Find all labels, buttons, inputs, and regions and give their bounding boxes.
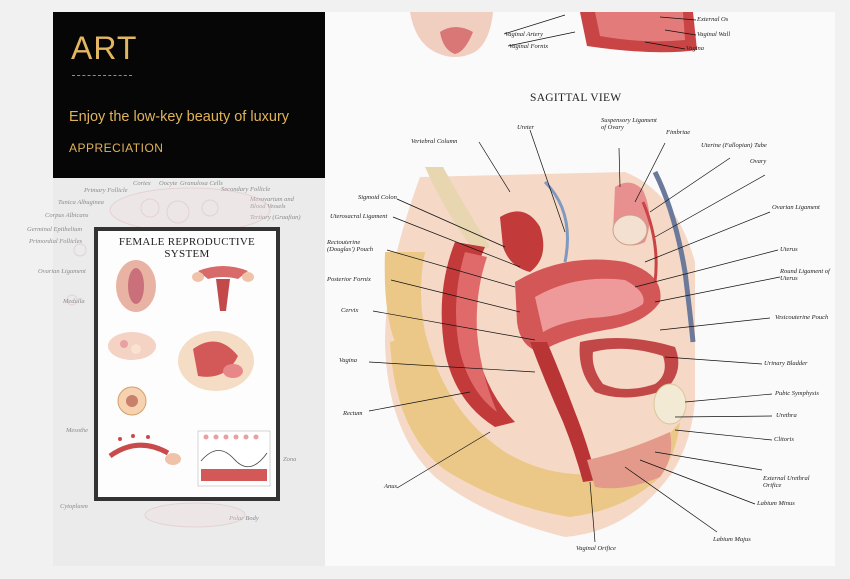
label-round-ligament: Round Ligament of Uterus xyxy=(780,268,830,283)
label-pubic-symphysis: Pubic Symphysis xyxy=(775,390,819,397)
label-urethra: Urethra xyxy=(776,412,797,419)
art-caption: APPRECIATION xyxy=(69,141,164,155)
sagittal-diagram: SAGITTAL VIEW Vaginal Artery Vaginal For… xyxy=(325,12,835,566)
label-uterus: Uterus xyxy=(780,246,798,253)
sagittal-illustration xyxy=(368,12,781,543)
faded-label: Ovarian Ligament xyxy=(38,268,86,275)
label-cervix: Cervix xyxy=(341,307,359,314)
faded-label: Mesothe xyxy=(66,427,89,434)
poster-title: FEMALE REPRODUCTIVE SYSTEM xyxy=(118,236,256,260)
label-vaginal-fornix: Vaginal Fornix xyxy=(509,43,549,50)
poster-thumbnail[interactable]: FEMALE REPRODUCTIVE SYSTEM xyxy=(94,227,280,501)
label-fimbriae: Fimbriae xyxy=(666,129,691,136)
faded-label: Tertiary (Graafian) xyxy=(250,214,301,221)
art-promo-card: ART Enjoy the low-key beauty of luxury A… xyxy=(53,12,325,178)
faded-label: Secondary Follicle xyxy=(221,186,271,193)
faded-label: Cortex xyxy=(133,180,151,187)
faded-label: Mesovarium and Blood Vessels xyxy=(250,196,294,211)
label-ureter: Ureter xyxy=(517,124,535,131)
label-posterior-fornix: Posterior Fornix xyxy=(327,276,371,283)
label-vagina: Vagina xyxy=(339,357,358,364)
diagram-title: SAGITTAL VIEW xyxy=(530,92,622,104)
label-uterine-tube: Uterine (Fallopian) Tube xyxy=(701,142,767,149)
faded-label: Zona xyxy=(283,456,297,463)
label-labium-minus: Labium Minus xyxy=(757,500,795,507)
label-labium-majus: Labium Majus xyxy=(713,536,751,543)
label-external-os: External Os xyxy=(697,16,729,23)
label-uterosacral-ligament: Uterosacral Ligament xyxy=(330,213,388,220)
label-anus: Anus xyxy=(384,483,397,490)
art-title: ART xyxy=(71,30,138,66)
label-vertebral-column: Vertebral Column xyxy=(411,138,458,145)
divider xyxy=(72,75,132,76)
faded-label: Corpus Albicans xyxy=(45,212,89,219)
faded-label: Medulla xyxy=(63,298,85,305)
label-ovarian-ligament: Ovarian Ligament xyxy=(772,204,820,211)
art-tagline: Enjoy the low-key beauty of luxury xyxy=(69,109,290,125)
label-vagina-top: Vagina xyxy=(686,45,705,52)
faded-label: Primary Follicle xyxy=(84,187,128,194)
label-clitoris: Clitoris xyxy=(774,436,794,443)
label-ovary: Ovary xyxy=(750,158,767,165)
faded-label: Germinal Epithelium xyxy=(27,226,83,233)
faded-label: Polar Body xyxy=(229,515,259,522)
label-vaginal-artery: Vaginal Artery xyxy=(505,31,543,38)
label-urinary-bladder: Urinary Bladder xyxy=(764,360,808,367)
faded-label: Granulosa Cells xyxy=(180,180,223,187)
label-rectum: Rectum xyxy=(343,410,363,417)
label-vaginal-wall: Vaginal Wall xyxy=(697,31,731,38)
label-suspensory-ligament: Suspensory Ligament of Ovary xyxy=(601,117,657,132)
label-rectouterine-pouch: Rectouterine (Douglas') Pouch xyxy=(327,239,373,254)
label-vaginal-orifice: Vaginal Orifice xyxy=(576,545,616,552)
faded-label: Tunica Albuginea xyxy=(58,199,104,206)
label-vesicouterine-pouch: Vesicouterine Pouch xyxy=(775,314,829,321)
faded-label: Cytoplasm xyxy=(60,503,88,510)
faded-label: Oocyte xyxy=(159,180,178,187)
label-external-urethral-orifice: External Urethral Orifice xyxy=(763,475,810,490)
label-sigmoid-colon: Sigmoid Colon xyxy=(358,194,397,201)
faded-label: Primordial Follicles xyxy=(29,238,83,245)
poster-illustrations xyxy=(108,260,271,487)
